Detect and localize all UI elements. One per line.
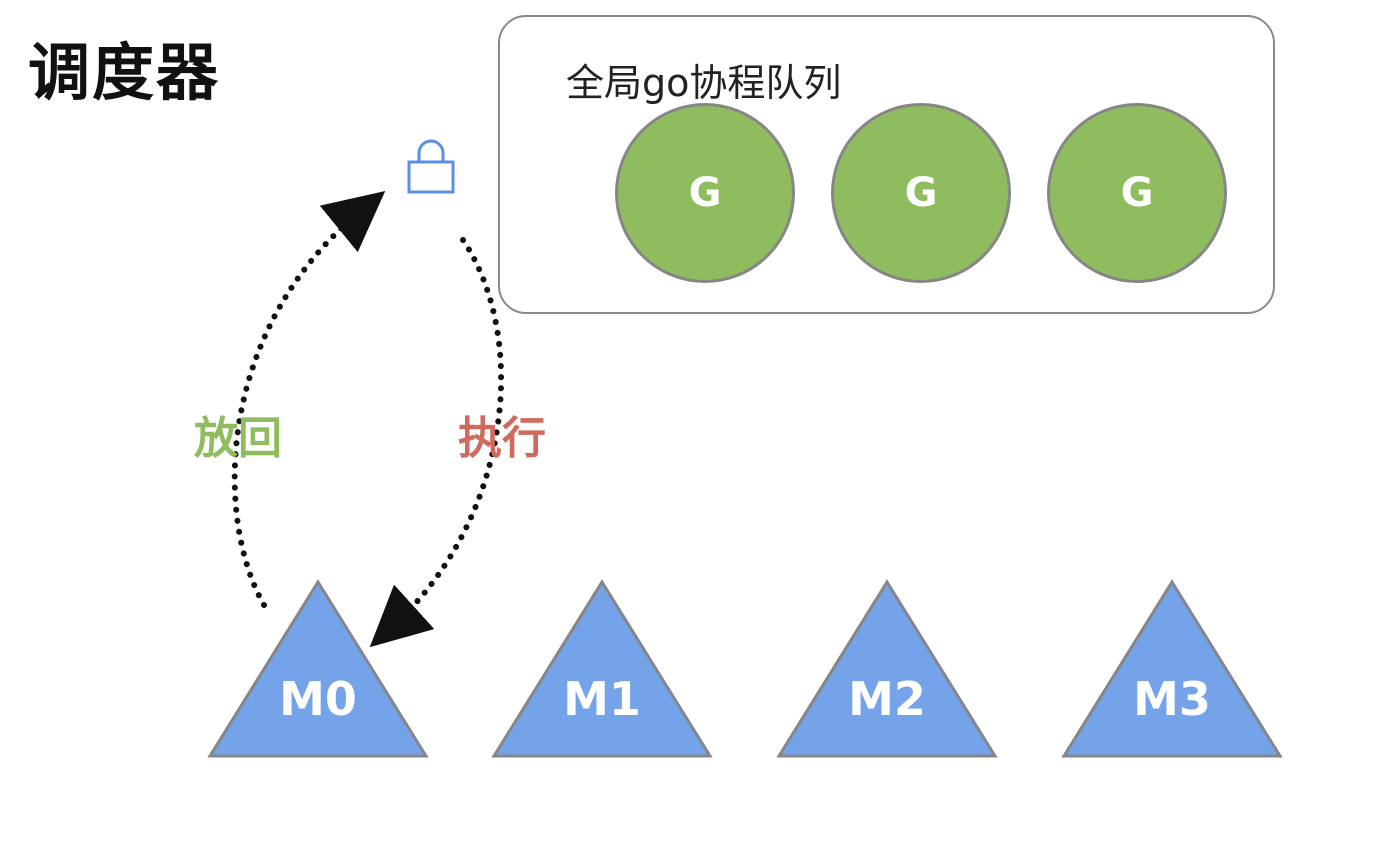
- machine-triangle: [1061, 579, 1283, 758]
- lock-icon: [407, 139, 455, 194]
- goroutine-circle: G: [1047, 103, 1227, 283]
- goroutine-circle: G: [831, 103, 1011, 283]
- machine-label: M3: [1133, 672, 1211, 726]
- machine-triangle: [207, 579, 429, 758]
- execute-label: 执行: [458, 413, 546, 464]
- machine-triangle: [776, 579, 998, 758]
- machine-triangle: [491, 579, 713, 758]
- return-label: 放回: [194, 413, 282, 464]
- global-goroutine-queue: [498, 15, 1275, 314]
- machine-label: M2: [848, 672, 926, 726]
- goroutine-circle: G: [615, 103, 795, 283]
- page-title: 调度器: [28, 36, 221, 109]
- machine-label: M1: [563, 672, 641, 726]
- machine-label: M0: [279, 672, 357, 726]
- global-queue-label: 全局go协程队列: [566, 61, 842, 105]
